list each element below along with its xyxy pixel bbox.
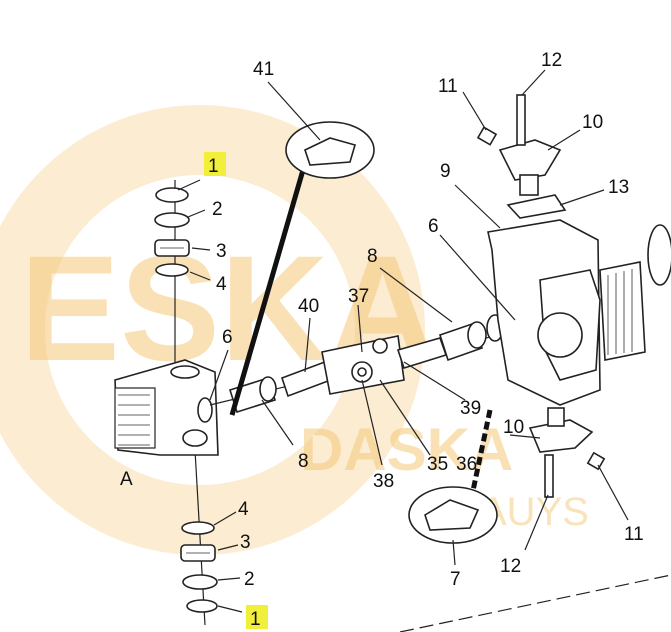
- bottom-bearing-stack: [180, 521, 218, 613]
- bolt-12-top: [516, 94, 526, 146]
- bolt-12-bottom: [544, 454, 554, 498]
- callout-7-pointer: [467, 409, 493, 506]
- label-12-top: 12: [541, 50, 562, 71]
- universal-joint: [321, 335, 405, 395]
- view-label-a: A: [120, 469, 133, 490]
- label-11-top: 11: [438, 76, 458, 97]
- steering-knuckle: [487, 219, 671, 406]
- seal-top: [154, 212, 190, 228]
- label-2-bot: 2: [244, 569, 255, 590]
- label-12-low: 12: [500, 556, 521, 577]
- label-4-bot: 4: [238, 499, 249, 520]
- label-35: 35: [427, 454, 448, 475]
- callout-41-pointer: [229, 169, 306, 416]
- label-10-top: 10: [582, 112, 603, 133]
- axis-bottom: [194, 449, 206, 626]
- ground-line: [399, 574, 671, 632]
- label-36: 36: [456, 454, 477, 475]
- label-41: 41: [253, 59, 274, 80]
- nut-11-top: [476, 126, 498, 146]
- snap-ring-bottom: [186, 599, 218, 613]
- top-bearing-stack: [154, 187, 190, 277]
- axle-housing: [114, 359, 219, 456]
- nut-11-bottom: [586, 451, 606, 471]
- shim-13: [506, 194, 567, 219]
- label-1-top: 1: [208, 156, 219, 177]
- washer-top: [155, 263, 189, 277]
- label-4-top: 4: [216, 274, 227, 295]
- label-8-low: 8: [298, 451, 309, 472]
- label-3-top: 3: [216, 241, 227, 262]
- label-38: 38: [373, 471, 394, 492]
- label-13: 13: [608, 177, 629, 198]
- label-7: 7: [450, 569, 461, 590]
- top-ball-joint: [498, 139, 567, 219]
- seal-bottom: [182, 574, 218, 590]
- leader-lines: [177, 69, 629, 613]
- label-11-low: 11: [624, 524, 644, 545]
- label-3-bot: 3: [240, 532, 251, 553]
- label-40: 40: [298, 296, 319, 317]
- label-10-low: 10: [503, 417, 524, 438]
- label-6-right: 6: [428, 216, 439, 237]
- part-labels: 1 2 3 4 41 6 40 37 8 8 39 38 35 36 6 9 1…: [120, 50, 644, 630]
- label-8-mid: 8: [367, 246, 378, 267]
- label-9: 9: [440, 161, 451, 182]
- highlight-1-bottom: [246, 605, 268, 629]
- washer-bottom: [181, 521, 215, 535]
- highlight-1-top: [204, 152, 226, 176]
- label-2-top: 2: [212, 199, 223, 220]
- label-37: 37: [348, 286, 369, 307]
- label-6-left: 6: [222, 327, 233, 348]
- label-1-bot: 1: [250, 609, 261, 630]
- label-39: 39: [460, 398, 481, 419]
- bottom-ball-joint: [528, 407, 594, 453]
- seal-6-left: [197, 397, 213, 423]
- snap-ring-top: [155, 187, 189, 203]
